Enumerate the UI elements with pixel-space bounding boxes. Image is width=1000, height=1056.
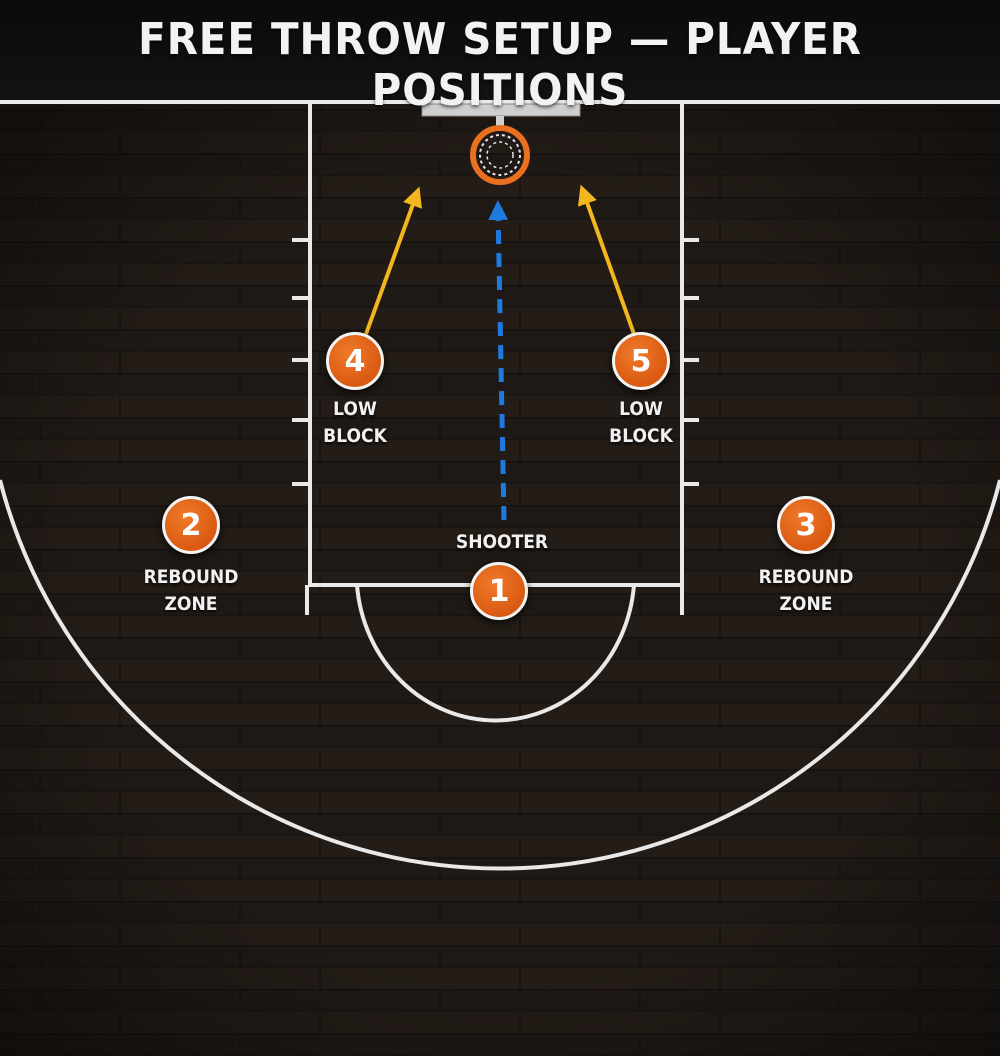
basketball-hoop xyxy=(470,125,530,185)
player-3-label: REBOUND ZONE xyxy=(734,564,878,618)
player-3-marker: 3 xyxy=(777,496,835,554)
player-4-label: LOW BLOCK xyxy=(283,396,427,450)
player-5-label-line-2: BLOCK xyxy=(609,425,673,447)
diagram-title: FREE THROW SETUP — PLAYER POSITIONS xyxy=(138,14,862,116)
player-5-marker: 5 xyxy=(612,332,670,390)
rebound-arrow-right xyxy=(577,184,636,335)
player-3-label-line-2: ZONE xyxy=(779,593,833,615)
title-bar: FREE THROW SETUP — PLAYER POSITIONS xyxy=(0,0,1000,116)
free-throw-semicircle xyxy=(355,584,636,723)
player-1-label-line-1: SHOOTER xyxy=(455,531,549,553)
three-point-arc xyxy=(0,479,1000,871)
player-5-label: LOW BLOCK xyxy=(569,396,713,450)
rebound-arrow-left xyxy=(364,186,422,335)
player-1-marker: 1 xyxy=(470,562,528,620)
player-5-label-line-1: LOW xyxy=(619,398,663,420)
player-3-label-line-1: REBOUND xyxy=(758,566,854,588)
player-2-label-line-2: ZONE xyxy=(164,593,218,615)
player-2-label-line-1: REBOUND xyxy=(143,566,239,588)
shooter-path-arrow xyxy=(488,200,509,521)
player-4-label-line-2: BLOCK xyxy=(323,425,387,447)
player-2-label: REBOUND ZONE xyxy=(119,564,263,618)
player-4-marker: 4 xyxy=(326,332,384,390)
lane-hash-marks-left xyxy=(292,238,310,486)
player-1-label: SHOOTER xyxy=(430,529,574,556)
backboard xyxy=(421,103,581,130)
lane-hash-marks-right xyxy=(682,238,699,486)
player-4-label-line-1: LOW xyxy=(333,398,377,420)
player-2-marker: 2 xyxy=(162,496,220,554)
